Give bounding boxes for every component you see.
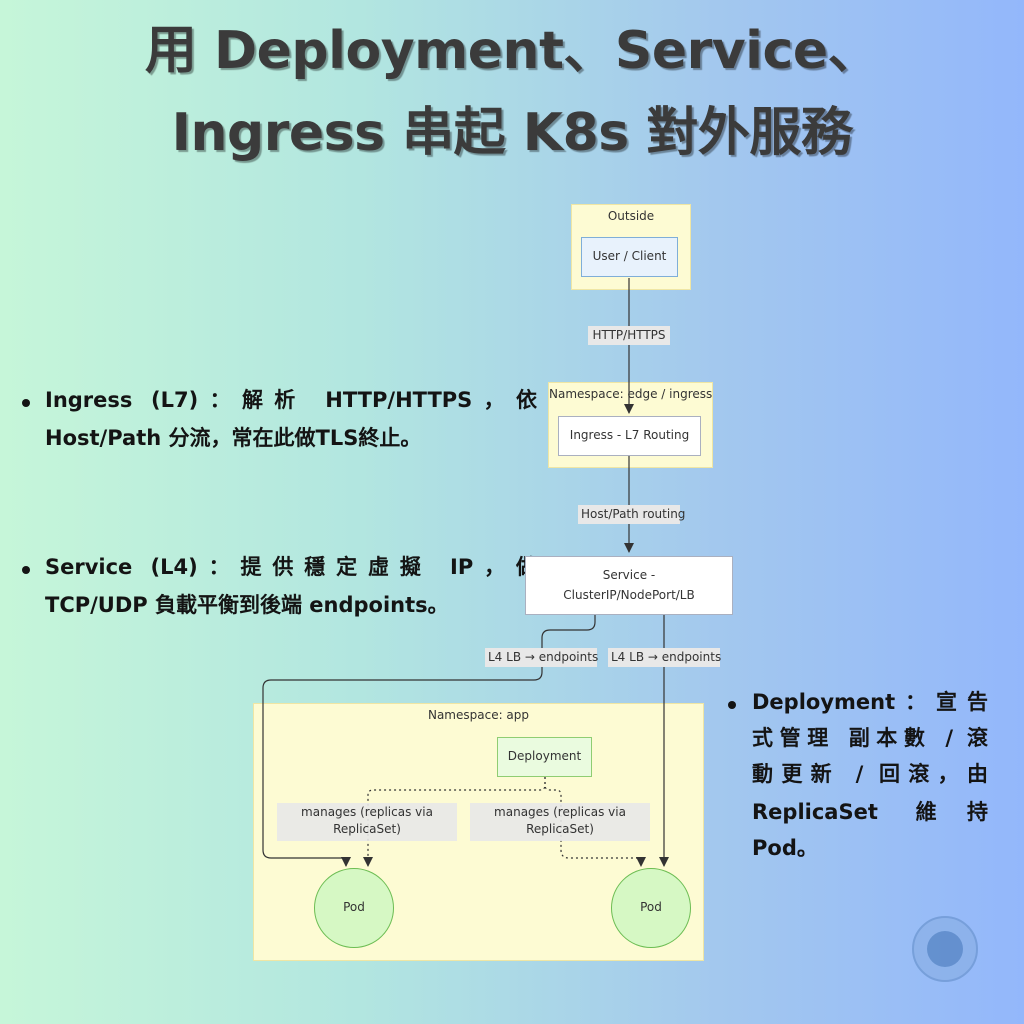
bullet-deployment-line-4: ReplicaSet 維持 bbox=[752, 800, 988, 824]
bullet-deployment-line-1: Deployment：宣告 bbox=[752, 690, 988, 714]
bullet-ingress: Ingress (L7)：解析 HTTP/HTTPS，依 Host/Path 分… bbox=[22, 388, 537, 450]
node-ingress-label: Ingress - L7 Routing bbox=[569, 428, 690, 443]
concept-syntax-apply-logo-icon bbox=[912, 916, 978, 982]
bullet-service: Service (L4)：提供穩定虛擬 IP，做 TCP/UDP 負載平衡到後端… bbox=[22, 555, 537, 617]
bullet-deployment: Deployment：宣告 式管理 副本數 / 滾 動更新 / 回滾，由 Rep… bbox=[728, 690, 990, 870]
edge-label-http: HTTP/HTTPS bbox=[588, 326, 670, 346]
edge-label-manages-left: manages (replicas via ReplicaSet) bbox=[277, 803, 457, 841]
cluster-outside-label: Outside bbox=[607, 209, 655, 223]
edge-label-manages-right: manages (replicas via ReplicaSet) bbox=[470, 803, 650, 841]
cluster-edge-label: Namespace: edge / ingress bbox=[549, 387, 713, 401]
edge-label-host-path: Host/Path routing bbox=[578, 505, 685, 525]
edge-label-manages-left-line-2: ReplicaSet) bbox=[333, 822, 401, 837]
node-deployment: Deployment bbox=[497, 737, 592, 777]
bullet-deployment-line-2: 式管理 副本數 / 滾 bbox=[752, 726, 988, 750]
node-service: Service - ClusterIP/NodePort/LB bbox=[525, 556, 733, 615]
edge-label-manages-right-line-1: manages (replicas via bbox=[494, 805, 626, 819]
edge-label-manages-left-line-1: manages (replicas via bbox=[301, 805, 433, 819]
bullet-dot-icon bbox=[22, 566, 30, 574]
page-title-line-2: Ingress 串起 K8s 對外服務 bbox=[171, 103, 853, 163]
bullet-service-line-2: TCP/UDP 負載平衡到後端 endpoints。 bbox=[45, 593, 449, 617]
bullet-deployment-line-5: Pod。 bbox=[752, 836, 818, 860]
node-pod-right: Pod bbox=[611, 868, 691, 948]
bullet-deployment-line-3: 動更新 / 回滾，由 bbox=[752, 762, 988, 786]
edge-label-manages-right-line-2: ReplicaSet) bbox=[526, 822, 594, 837]
bullet-ingress-line-2: Host/Path 分流，常在此做TLS終止。 bbox=[45, 426, 422, 450]
node-ingress: Ingress - L7 Routing bbox=[558, 416, 701, 456]
bullet-dot-icon bbox=[22, 399, 30, 407]
edge-label-lb-right: L4 LB → endpoints bbox=[608, 648, 721, 668]
node-user-client: User / Client bbox=[581, 237, 678, 277]
logo-inner-circle bbox=[927, 931, 963, 967]
edge-label-lb-left: L4 LB → endpoints bbox=[485, 648, 598, 668]
bullet-ingress-line-1: Ingress (L7)：解析 HTTP/HTTPS，依 bbox=[45, 388, 537, 412]
cluster-app-label: Namespace: app bbox=[427, 708, 530, 722]
node-service-line-2: ClusterIP/NodePort/LB bbox=[563, 587, 695, 602]
page-title-line-1: 用 Deployment、Service、 bbox=[144, 21, 880, 81]
bullet-service-line-1: Service (L4)：提供穩定虛擬 IP，做 bbox=[45, 555, 537, 579]
node-pod-left: Pod bbox=[314, 868, 394, 948]
bullet-dot-icon bbox=[728, 701, 736, 709]
node-service-line-1: Service - bbox=[602, 568, 656, 583]
